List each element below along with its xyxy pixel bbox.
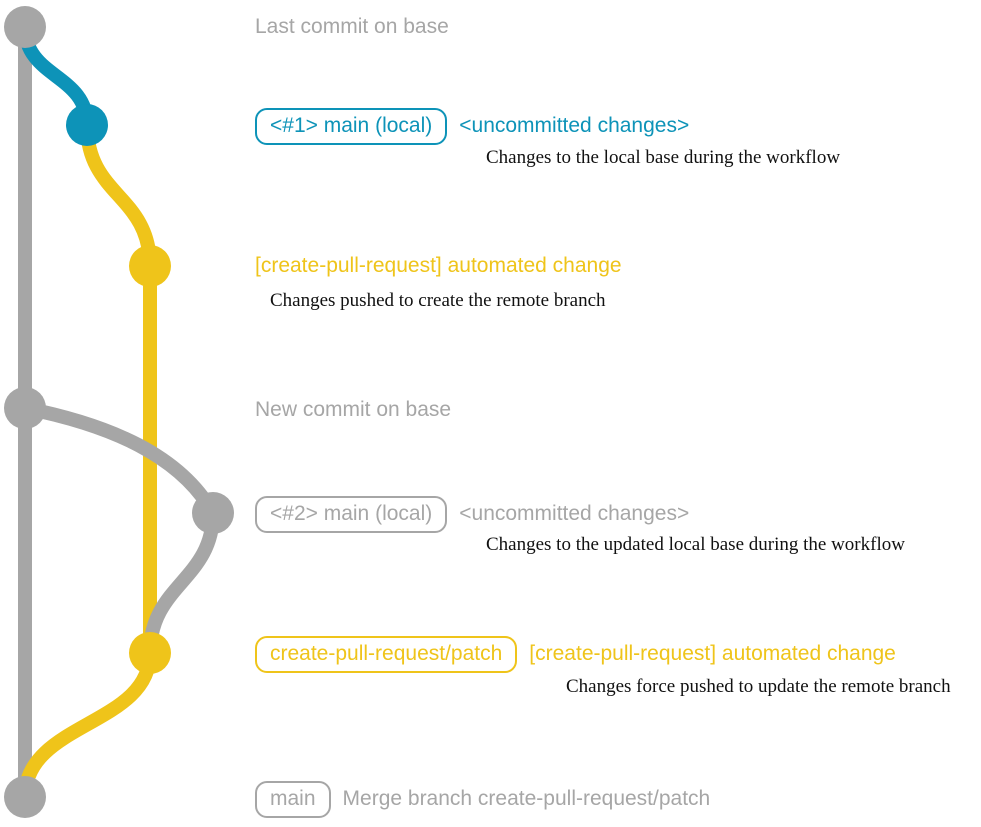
node-local-uncommitted-1[interactable] [66,104,108,146]
note-pushed-create-remote-branch: Changes pushed to create the remote bran… [270,290,606,311]
row-main-local-1: <#1> main (local) <uncommitted changes> [255,108,689,145]
node-patch-automated-2[interactable] [129,632,171,674]
heading-automated-change-1: [create-pull-request] automated change [255,254,622,277]
row-merge-commit: main Merge branch create-pull-request/pa… [255,781,710,818]
commit-subject-merge: Merge branch create-pull-request/patch [342,787,711,810]
note-force-pushed-update-remote-branch: Changes force pushed to update the remot… [566,676,951,697]
ref-pill-main-local-1[interactable]: <#1> main (local) [255,108,448,145]
heading-last-commit-on-base: Last commit on base [255,15,449,38]
note-local-base-changes: Changes to the local base during the wor… [486,147,841,168]
edge-local-1-to-patch-1 [80,118,157,273]
row-automated-change-2: create-pull-request/patch [create-pull-r… [255,636,896,673]
node-base-new-commit[interactable] [4,387,46,429]
row-main-local-2: <#2> main (local) <uncommitted changes> [255,496,689,533]
node-base-last-commit[interactable] [4,6,46,48]
edge-base-to-local-2 [18,401,220,520]
commit-subject-uncommitted-1: <uncommitted changes> [459,114,690,137]
commit-subject-automated-change-2: [create-pull-request] automated change [529,642,896,665]
heading-new-commit-on-base: New commit on base [255,398,452,421]
commit-subject-uncommitted-2: <uncommitted changes> [459,502,690,525]
edge-local-2-to-patch-2 [143,506,220,660]
node-local-uncommitted-2[interactable] [192,492,234,534]
ref-pill-create-pull-request-patch[interactable]: create-pull-request/patch [255,636,518,673]
ref-pill-main-local-2[interactable]: <#2> main (local) [255,496,448,533]
edge-patch-2-to-merge [18,646,157,804]
node-base-merge[interactable] [4,776,46,818]
node-patch-automated-1[interactable] [129,245,171,287]
graph-nodes [4,6,234,818]
note-updated-local-base-changes: Changes to the updated local base during… [486,534,905,555]
ref-pill-main[interactable]: main [255,781,331,818]
